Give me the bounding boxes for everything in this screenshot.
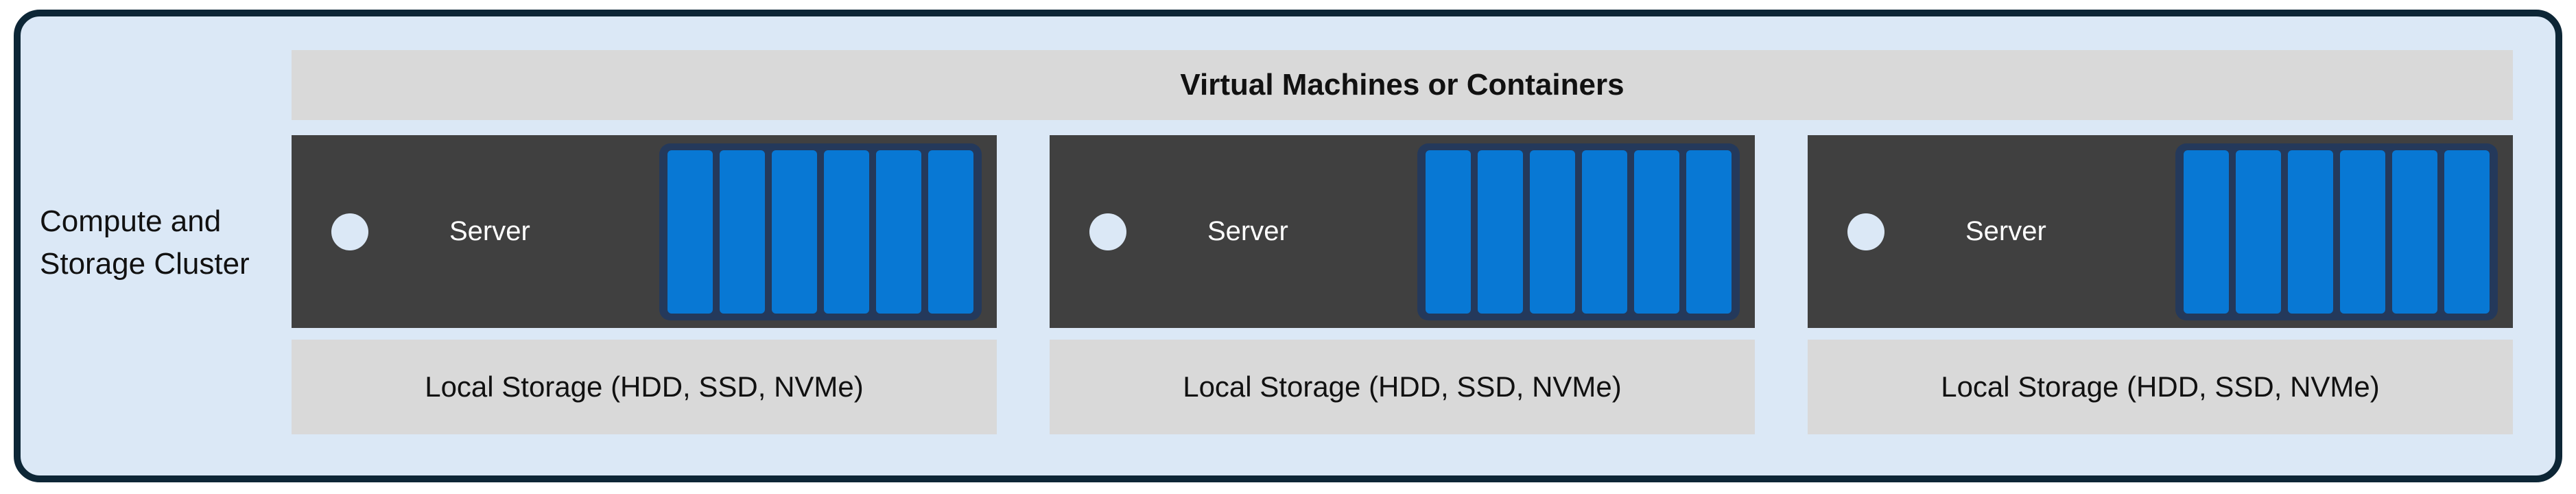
local-storage-bar: Local Storage (HDD, SSD, NVMe) — [1808, 340, 2513, 434]
local-storage-bar: Local Storage (HDD, SSD, NVMe) — [292, 340, 997, 434]
server-label: Server — [1965, 216, 2046, 246]
disk-slat-icon — [928, 150, 973, 314]
local-storage-bar: Local Storage (HDD, SSD, NVMe) — [1050, 340, 1755, 434]
server-label: Server — [1207, 216, 1288, 246]
disk-array — [2175, 143, 2498, 320]
local-storage-label: Local Storage (HDD, SSD, NVMe) — [1183, 370, 1622, 403]
local-storage-label: Local Storage (HDD, SSD, NVMe) — [1941, 370, 2380, 403]
server-group-2: Server Local Storage (HDD, SSD, NVMe) — [1050, 135, 1755, 434]
disk-slat-icon — [2236, 150, 2281, 314]
server-box: Server — [1050, 135, 1755, 328]
server-box: Server — [1808, 135, 2513, 328]
disk-slat-icon — [2392, 150, 2437, 314]
disk-array — [659, 143, 982, 320]
disk-slat-icon — [876, 150, 921, 314]
vm-header-bar: Virtual Machines or Containers — [292, 50, 2513, 120]
disk-slat-icon — [772, 150, 817, 314]
disk-slat-icon — [1530, 150, 1575, 314]
server-group-1: Server Local Storage (HDD, SSD, NVMe) — [292, 135, 997, 434]
cluster-label: Compute and Storage Cluster — [40, 204, 250, 281]
server-label: Server — [449, 216, 530, 246]
disk-slat-icon — [2340, 150, 2385, 314]
disk-slat-icon — [2184, 150, 2229, 314]
disk-array — [1417, 143, 1740, 320]
local-storage-label: Local Storage (HDD, SSD, NVMe) — [425, 370, 864, 403]
disk-slat-icon — [824, 150, 869, 314]
status-light-icon — [1847, 213, 1884, 250]
status-light-icon — [1089, 213, 1126, 250]
status-light-icon — [331, 213, 368, 250]
disk-slat-icon — [720, 150, 765, 314]
disk-slat-icon — [1686, 150, 1732, 314]
server-group-3: Server Local Storage (HDD, SSD, NVMe) — [1808, 135, 2513, 434]
disk-slat-icon — [2444, 150, 2490, 314]
vm-header-label: Virtual Machines or Containers — [1180, 68, 1624, 102]
disk-slat-icon — [1478, 150, 1523, 314]
disk-slat-icon — [1426, 150, 1471, 314]
disk-slat-icon — [1582, 150, 1627, 314]
server-groups-row: Server Local Storage (HDD, SSD, NVMe) Se… — [292, 135, 2513, 434]
disk-slat-icon — [1634, 150, 1679, 314]
disk-slat-icon — [667, 150, 713, 314]
server-box: Server — [292, 135, 997, 328]
disk-slat-icon — [2288, 150, 2333, 314]
